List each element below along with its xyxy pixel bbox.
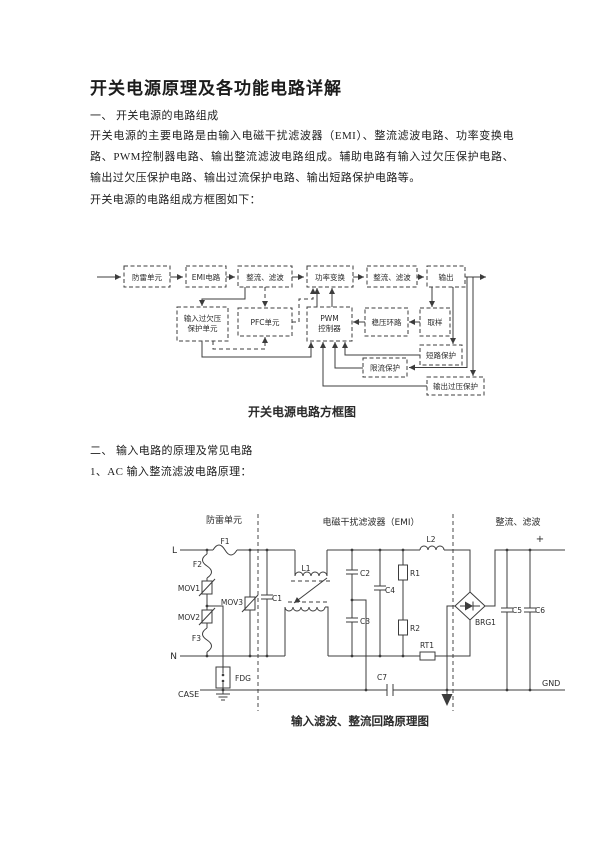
paragraph-1: 开关电源的主要电路是由输入电磁干扰滤波器（EMI）、整流滤波电路、功率变换电路、… [90,130,514,184]
block-box-rectify1: 整流、滤波 [237,265,293,288]
thermistor-rt1-symbol [419,651,436,661]
bridge-rectifier-brg1-symbol [454,591,486,621]
block-label-lightning: 防雷单元 [132,272,162,282]
section-2-item-1-heading: 1、AC 输入整流滤波电路原理： [90,466,252,478]
label-c2: C2 [360,569,370,578]
block-label-rectify1: 整流、滤波 [246,272,284,282]
resistor-r1-symbol [398,564,408,581]
terminal-label-n: N [170,652,177,662]
label-rt1: RT1 [420,641,434,650]
block-label-emi: EMI电路 [192,272,221,282]
block-label-output-ovp: 输出过压保护 [433,381,478,391]
section-1-heading: 一、 开关电源的电路组成 [90,110,219,122]
label-l1: L1 [302,564,311,573]
capacitor-c3-symbol [346,617,358,623]
block-diagram: 防雷单元 EMI电路 整流、滤波 功率变换 整流、滤波 输出 输入过欠压保护单元 [97,265,486,419]
circuit-labels: 防雷单元 电磁干扰滤波器（EMI） 整流、滤波 L N CASE GND + F… [170,514,560,699]
block-box-emi: EMI电路 [185,265,227,288]
label-l2: L2 [427,535,436,544]
label-mov1: MOV1 [178,584,200,593]
block-box-lightning: 防雷单元 [123,265,171,288]
choke-l1-bottom-winding [284,606,326,656]
terminal-label-gnd: GND [542,679,560,688]
fuse-f1-symbol [212,544,238,556]
label-c5: C5 [512,606,522,615]
circuit-junction-dots [205,548,532,692]
paragraph-1-note: 开关电源的电路组成方框图如下： [90,194,261,206]
block-label-input-uv: 输入过欠压保护单元 [184,313,222,333]
block-label-power-convert: 功率变换 [315,272,345,282]
circuit-diagram-caption: 输入滤波、整流回路原理图 [291,714,429,728]
block-diagram-caption: 开关电源电路方框图 [248,404,356,419]
label-c1: C1 [272,594,282,603]
label-mov2: MOV2 [178,613,200,622]
block-box-output: 输出 [426,265,466,288]
circuit-diagram: 防雷单元 电磁干扰滤波器（EMI） 整流、滤波 L N CASE GND + F… [170,514,565,728]
label-r2: R2 [410,624,420,633]
earth-ground-symbol [216,690,230,701]
label-c3: C3 [360,617,370,626]
fuse-f2-symbol [202,553,212,579]
block-label-output: 输出 [439,272,454,282]
choke-l1-top-winding [294,550,328,577]
block-label-rectify2: 整流、滤波 [373,272,411,282]
block-label-sampling: 取样 [428,317,443,327]
terminal-label-plus: + [536,534,544,545]
choke-coupling-arrow [293,577,328,604]
block-label-short-protect: 短路保护 [426,350,456,360]
block-box-pfc: PFC单元 [237,307,293,337]
label-f2: F2 [193,560,202,569]
section-label-lightning: 防雷单元 [206,514,242,526]
resistor-r2-symbol [398,619,408,636]
page-title: 开关电源原理及各功能电路详解 [90,79,342,98]
block-label-voltage-loop: 稳压环路 [372,317,402,327]
terminal-label-l: L [172,546,177,556]
label-mov3: MOV3 [221,598,243,607]
block-label-pfc: PFC单元 [250,317,280,327]
block-box-current-limit: 限流保护 [362,357,408,378]
block-label-current-limit: 限流保护 [370,363,400,373]
label-fdg: FDG [235,674,251,683]
block-box-voltage-loop: 稳压环路 [364,307,409,337]
label-c7: C7 [377,673,387,682]
circuit-section-dividers [257,514,454,711]
label-brg1: BRG1 [475,618,496,627]
label-r1: R1 [410,569,420,578]
block-connectors [97,274,486,387]
block-box-output-ovp: 输出过压保护 [426,376,485,396]
label-f1: F1 [220,537,229,546]
block-box-input-uv-protect: 输入过欠压保护单元 [176,306,229,342]
block-box-power-convert: 功率变换 [306,265,354,288]
label-c4: C4 [385,586,395,595]
section-label-rectify: 整流、滤波 [495,516,540,528]
section-2-heading: 二、 输入电路的原理及常见电路 [90,445,253,457]
block-box-rectify2: 整流、滤波 [366,265,418,288]
block-box-sampling: 取样 [419,307,451,337]
capacitor-c2-symbol [346,569,358,575]
fuse-f3-symbol [202,627,212,653]
terminal-label-case: CASE [178,690,199,699]
negative-output-arrow [441,694,453,706]
section-label-emi: 电磁干扰滤波器（EMI） [322,516,419,528]
label-f3: F3 [192,634,201,643]
block-box-short-protect: 短路保护 [419,344,463,366]
capacitor-c7-symbol [386,684,394,696]
inductor-l2-symbol [419,545,445,551]
label-c6: C6 [535,606,545,615]
